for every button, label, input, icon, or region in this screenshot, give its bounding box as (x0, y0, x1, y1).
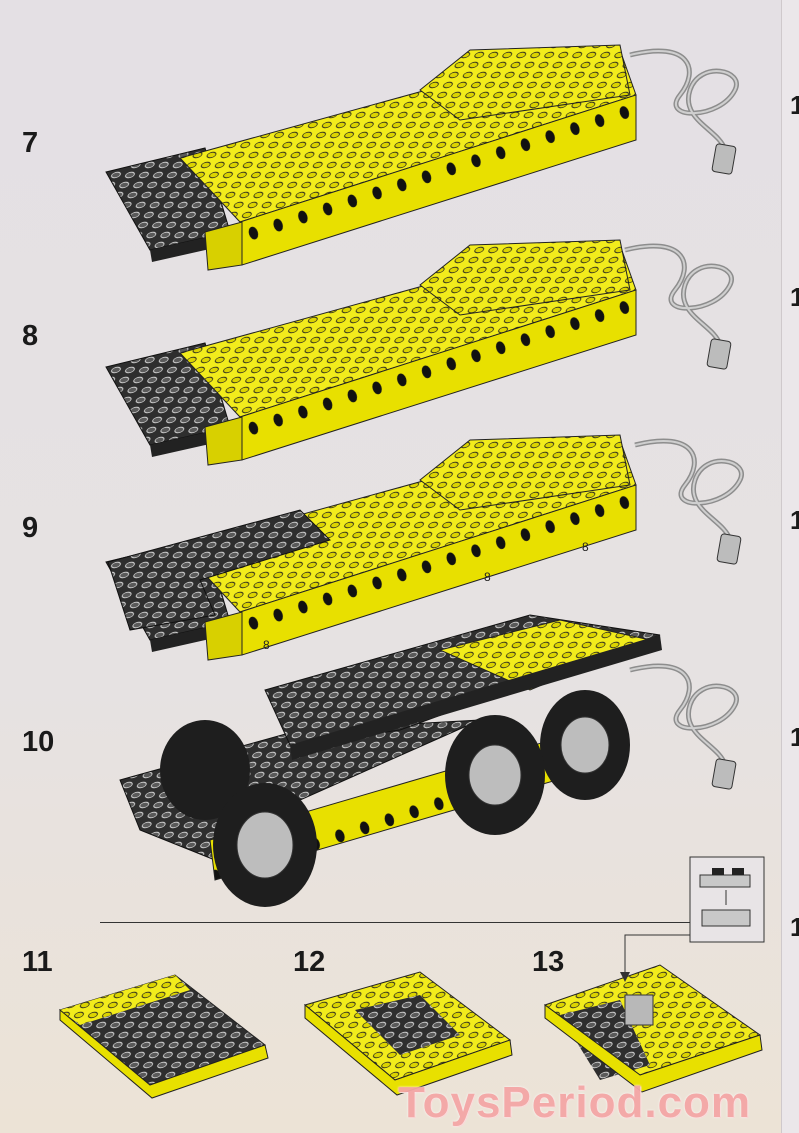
wheel (213, 783, 317, 907)
step-number: 10 (22, 726, 55, 758)
step-9-model (105, 434, 741, 661)
wheel (540, 690, 630, 800)
step-number: 9 (22, 512, 39, 544)
next-page-step-digit: 1 (790, 722, 799, 752)
wheel (445, 715, 545, 835)
page-fold (781, 0, 799, 1133)
section-divider (100, 922, 690, 923)
step-number: 7 (22, 127, 39, 159)
step-number: 12 (293, 946, 326, 978)
step-8-model (105, 239, 731, 466)
axle-quantity-label: 8 (484, 570, 491, 584)
wheel (160, 720, 250, 820)
detail-callout-box (620, 856, 765, 982)
axle-quantity-label: 8 (582, 540, 589, 554)
step-7-model (105, 44, 736, 271)
step-number: 8 (22, 320, 39, 352)
next-page-step-digit: 1 (790, 505, 799, 535)
watermark: ToysPeriod.com (398, 1078, 752, 1127)
step-number: 11 (22, 946, 53, 978)
step-number: 13 (532, 946, 565, 978)
step-12-model (303, 971, 513, 1096)
next-page-step-digit: 1 (790, 90, 799, 120)
step-13-model (543, 964, 763, 1093)
next-page-step-digit: 1 (790, 282, 799, 312)
axle-quantity-label: 8 (263, 638, 270, 652)
step-10-model (119, 614, 736, 907)
next-page-step-digit: 1 (790, 912, 799, 942)
step-11-model (58, 974, 269, 1099)
